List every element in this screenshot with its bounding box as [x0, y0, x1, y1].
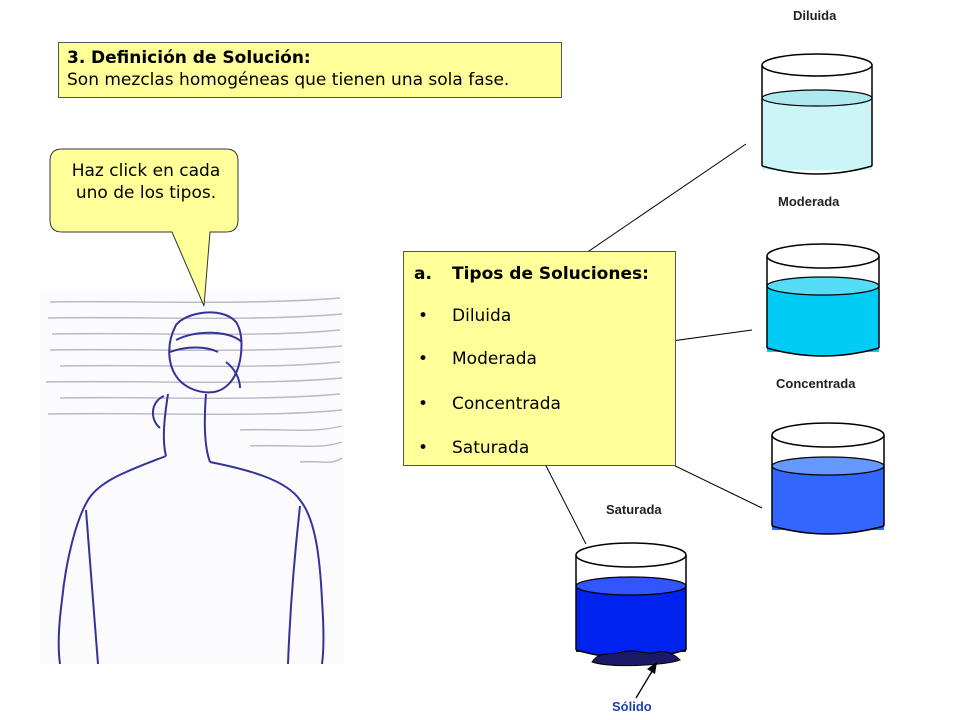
type-label: Concentrada: [452, 394, 561, 414]
solid-arrow: [635, 662, 657, 699]
connector-saturada: [541, 457, 587, 545]
type-item-moderada[interactable]: • Moderada: [418, 349, 537, 369]
types-heading: a. Tipos de Soluciones:: [414, 264, 649, 284]
type-label: Saturada: [452, 438, 530, 458]
definition-title: 3.Definición de Solución:: [67, 47, 553, 69]
type-item-saturada[interactable]: • Saturada: [418, 438, 529, 458]
type-label: Moderada: [452, 349, 537, 369]
bullet: •: [418, 306, 429, 326]
person-figure: [57, 311, 325, 665]
bullet: •: [418, 349, 429, 369]
beaker-saturada[interactable]: [575, 542, 687, 667]
beaker-label-diluida: Diluida: [793, 8, 837, 23]
bullet: •: [418, 394, 429, 414]
beaker-concentrada[interactable]: [771, 422, 885, 535]
solid-label: Sólido: [612, 699, 652, 714]
beaker-diluida[interactable]: [761, 53, 873, 175]
beaker-moderada[interactable]: [766, 243, 880, 357]
beaker-label-saturada: Saturada: [606, 502, 662, 517]
callout-bubble: [49, 148, 239, 307]
sketch-drawing: [40, 290, 344, 665]
definition-number: 3.: [67, 48, 86, 68]
definition-text: Son mezclas homogéneas que tienen una so…: [67, 70, 510, 90]
definition-title-text: Definición de Solución:: [91, 48, 311, 68]
bullet: •: [418, 438, 429, 458]
solid-deposit: [591, 650, 681, 667]
definition-box: 3.Definición de Solución: Son mezclas ho…: [58, 42, 562, 98]
type-label: Diluida: [452, 306, 512, 326]
type-item-concentrada[interactable]: • Concentrada: [418, 394, 561, 414]
sketch-paper: [40, 290, 344, 664]
callout-text: Haz click en cada uno de los tipos.: [71, 161, 221, 203]
beaker-label-concentrada: Concentrada: [776, 376, 856, 391]
types-heading-text: Tipos de Soluciones:: [452, 264, 649, 284]
types-box: a. Tipos de Soluciones: • Diluida • Moderad…: [403, 251, 676, 466]
types-letter: a.: [414, 264, 432, 284]
type-item-diluida[interactable]: • Diluida: [418, 306, 511, 326]
beaker-label-moderada: Moderada: [778, 194, 840, 209]
